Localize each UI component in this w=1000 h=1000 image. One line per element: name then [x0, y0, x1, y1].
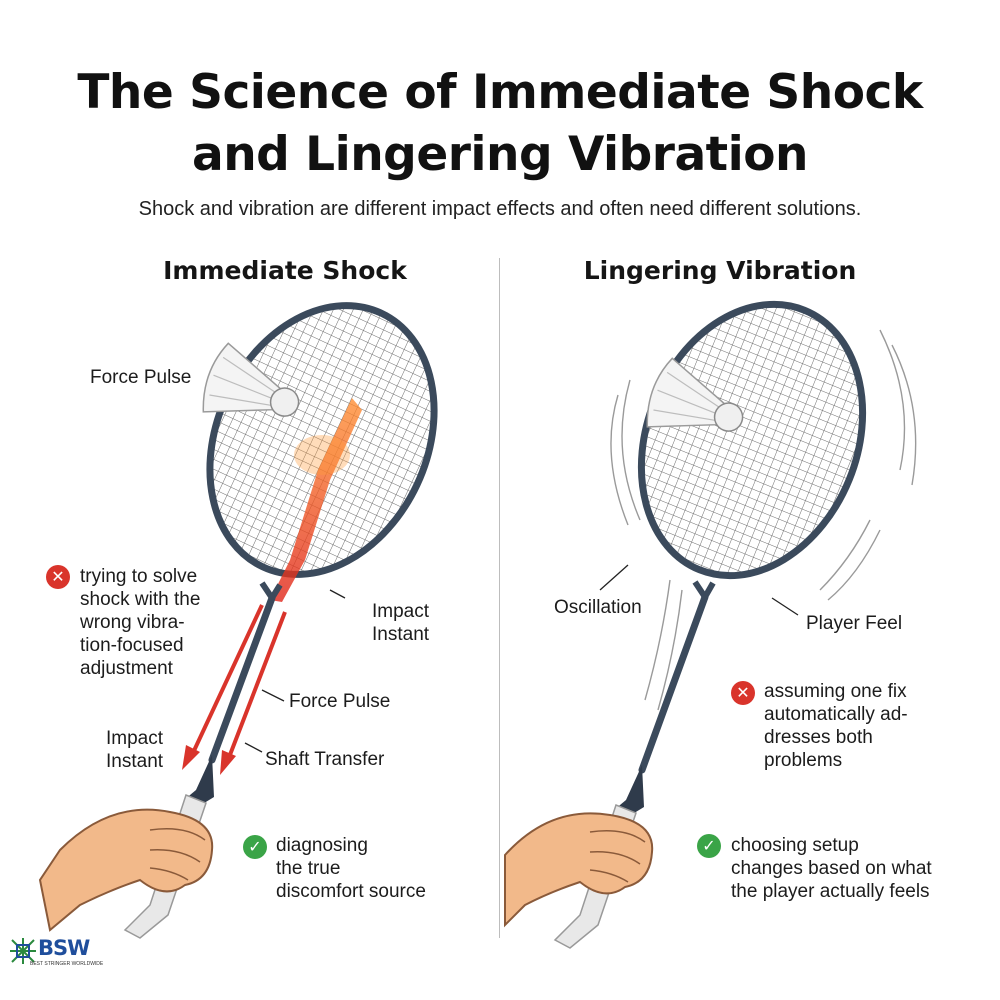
left-shuttlecock [202, 342, 300, 417]
label-impact-instant-handle: Impact Instant [106, 728, 164, 772]
left-shaft [208, 594, 276, 764]
right-hand [504, 812, 654, 928]
right-shaft [638, 593, 709, 774]
right-shuttlecock [646, 357, 744, 432]
left-panel-heading: Immediate Shock [163, 256, 407, 285]
title-line-1: The Science of Immediate Shock [77, 65, 923, 120]
panel-divider [499, 258, 500, 938]
label-impact-instant-head: Impact Instant [372, 601, 430, 645]
label-shaft-transfer: Shaft Transfer [265, 749, 385, 770]
page-title: The Science of Immediate Shock and Linge… [0, 62, 1000, 186]
label-force-pulse-shaft: Force Pulse [289, 691, 391, 712]
right-good-note: choosing setup changes based on what the… [731, 835, 932, 902]
shock-streak [270, 398, 362, 602]
bsw-logo: BSW BEST STRINGER WORLDWIDE [8, 936, 103, 992]
right-panel-heading: Lingering Vibration [583, 256, 857, 285]
x-circle-icon: ✕ [731, 681, 755, 705]
logo-name: BSW [38, 936, 90, 960]
right-racket-head [602, 270, 902, 610]
logo-tagline: BEST STRINGER WORLDWIDE [30, 961, 104, 967]
vibration-lines [610, 329, 917, 711]
x-circle-icon: ✕ [46, 565, 70, 589]
left-hand [38, 808, 214, 932]
logo-mark-icon [10, 938, 36, 964]
check-circle-icon: ✓ [697, 834, 721, 858]
right-mistake-note: assuming one fix automatically ad- dress… [764, 681, 908, 771]
check-circle-icon: ✓ [243, 835, 267, 859]
title-line-2: and Lingering Vibration [191, 127, 809, 182]
left-mistake-note: trying to solve shock with the wrong vib… [80, 566, 201, 679]
left-good-note: diagnosing the true discomfort source [276, 835, 426, 902]
label-oscillation: Oscillation [554, 597, 642, 618]
subtitle: Shock and vibration are different impact… [138, 198, 862, 220]
force-arrows [190, 604, 287, 761]
label-player-feel: Player Feel [806, 613, 903, 634]
label-force-pulse-top: Force Pulse [90, 367, 192, 388]
